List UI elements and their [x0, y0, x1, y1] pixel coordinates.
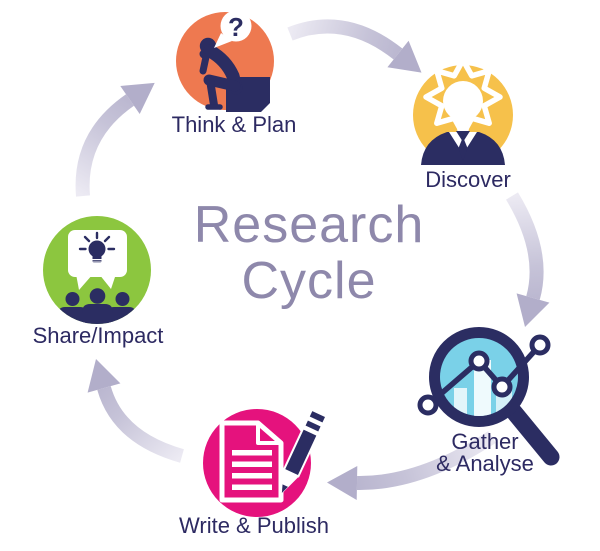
- lightbulb-icon: [78, 231, 116, 263]
- diagram-title: Research Cycle: [194, 197, 425, 309]
- label-gather-line1: Gather: [451, 429, 519, 454]
- label-gather-analyse: Gather & Analyse: [436, 431, 534, 475]
- question-mark: ?: [228, 12, 244, 42]
- audience-crowd: [58, 288, 136, 324]
- magnifier-chart-icon: [417, 327, 560, 466]
- magnifier-handle: [505, 403, 560, 466]
- pencil-icon: [281, 408, 328, 495]
- arrow-discover-to-gather: [505, 192, 550, 327]
- arrow-share-to-think: [75, 82, 155, 197]
- diagram-title-line1: Research: [193, 196, 425, 254]
- document-icon: [219, 420, 284, 503]
- document-pencil-icon: [203, 408, 328, 517]
- arrow-think-to-discover: [287, 19, 422, 73]
- label-share-impact: Share/Impact: [32, 323, 164, 348]
- bulb-head: [443, 81, 483, 121]
- lightbulb-head-icon: [413, 57, 513, 165]
- diagram-title-line2: Cycle: [241, 252, 377, 310]
- label-gather-line2: & Analyse: [436, 451, 534, 476]
- label-discover: Discover: [425, 167, 511, 192]
- label-write-publish: Write & Publish: [179, 513, 329, 538]
- cycle-arrows: [75, 19, 550, 500]
- arrow-write-to-share: [87, 359, 184, 463]
- speech-bubble-crowd-icon: [43, 216, 151, 324]
- question-bubble-icon: ?: [214, 10, 252, 48]
- thinker-question-icon: ?: [176, 10, 274, 112]
- line-chart: [417, 334, 551, 416]
- thinker-figure: [199, 37, 243, 110]
- arrow-gather-to-write: [327, 431, 496, 500]
- label-think-plan: Think & Plan: [171, 112, 297, 137]
- tie: [456, 131, 470, 161]
